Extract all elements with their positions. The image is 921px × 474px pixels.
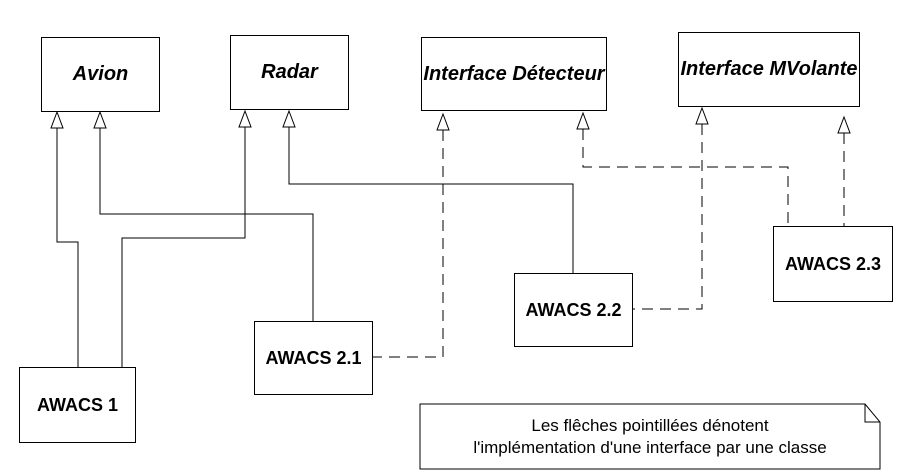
- class-label-awacs21: AWACS 2.1: [265, 347, 362, 368]
- class-label-awacs1: AWACS 1: [36, 394, 119, 415]
- class-box-awacs21: AWACS 2.1: [254, 321, 373, 395]
- edge-awacs22-radar: [288, 127, 574, 273]
- class-box-awacs23: AWACS 2.3: [773, 226, 893, 302]
- arrowhead-avion-left: [50, 110, 64, 129]
- note-text: Les flêches pointillées dénotent l'implé…: [420, 404, 880, 469]
- edge-awacs1-avion: [56, 128, 79, 367]
- arrowhead-avion-right: [93, 110, 107, 129]
- note-fold-corner: [864, 404, 880, 423]
- class-box-awacs22: AWACS 2.2: [514, 273, 633, 347]
- edge-awacs1-radar: [121, 127, 246, 367]
- arrowhead-interface-detecteur-right: [576, 111, 590, 130]
- arrowhead-radar-left: [238, 109, 252, 128]
- arrowhead-interface-mvolante-right: [837, 115, 851, 134]
- class-box-interface-detecteur: Interface Détecteur: [421, 37, 607, 111]
- edge-awacs23-interface-detecteur: [582, 129, 789, 226]
- arrowhead-interface-mvolante-left: [695, 106, 709, 125]
- class-label-awacs23: AWACS 2.3: [784, 253, 882, 274]
- class-label-awacs22: AWACS 2.2: [525, 299, 622, 320]
- class-box-interface-mvolante: Interface MVolante: [678, 32, 860, 107]
- edge-awacs21-interface-detecteur: [373, 130, 444, 358]
- class-label-avion: Avion: [72, 63, 129, 85]
- note-shape: [419, 403, 881, 470]
- arrowhead-interface-detecteur-left: [436, 112, 450, 131]
- arrowhead-radar-right: [282, 109, 296, 128]
- note-line-1: Les flêches pointillées dénotent: [531, 415, 769, 435]
- note-line-2: l'implémentation d'une interface par une…: [473, 437, 827, 457]
- edge-awacs22-interface-mvolante: [633, 124, 703, 310]
- class-box-awacs1: AWACS 1: [19, 367, 136, 443]
- class-box-avion: Avion: [41, 37, 160, 112]
- class-label-interface-detecteur: Interface Détecteur: [423, 62, 605, 85]
- class-box-radar: Radar: [230, 35, 349, 110]
- class-label-interface-mvolante: Interface MVolante: [680, 58, 858, 80]
- class-label-radar: Radar: [261, 61, 318, 83]
- edge-awacs21-avion: [99, 128, 314, 321]
